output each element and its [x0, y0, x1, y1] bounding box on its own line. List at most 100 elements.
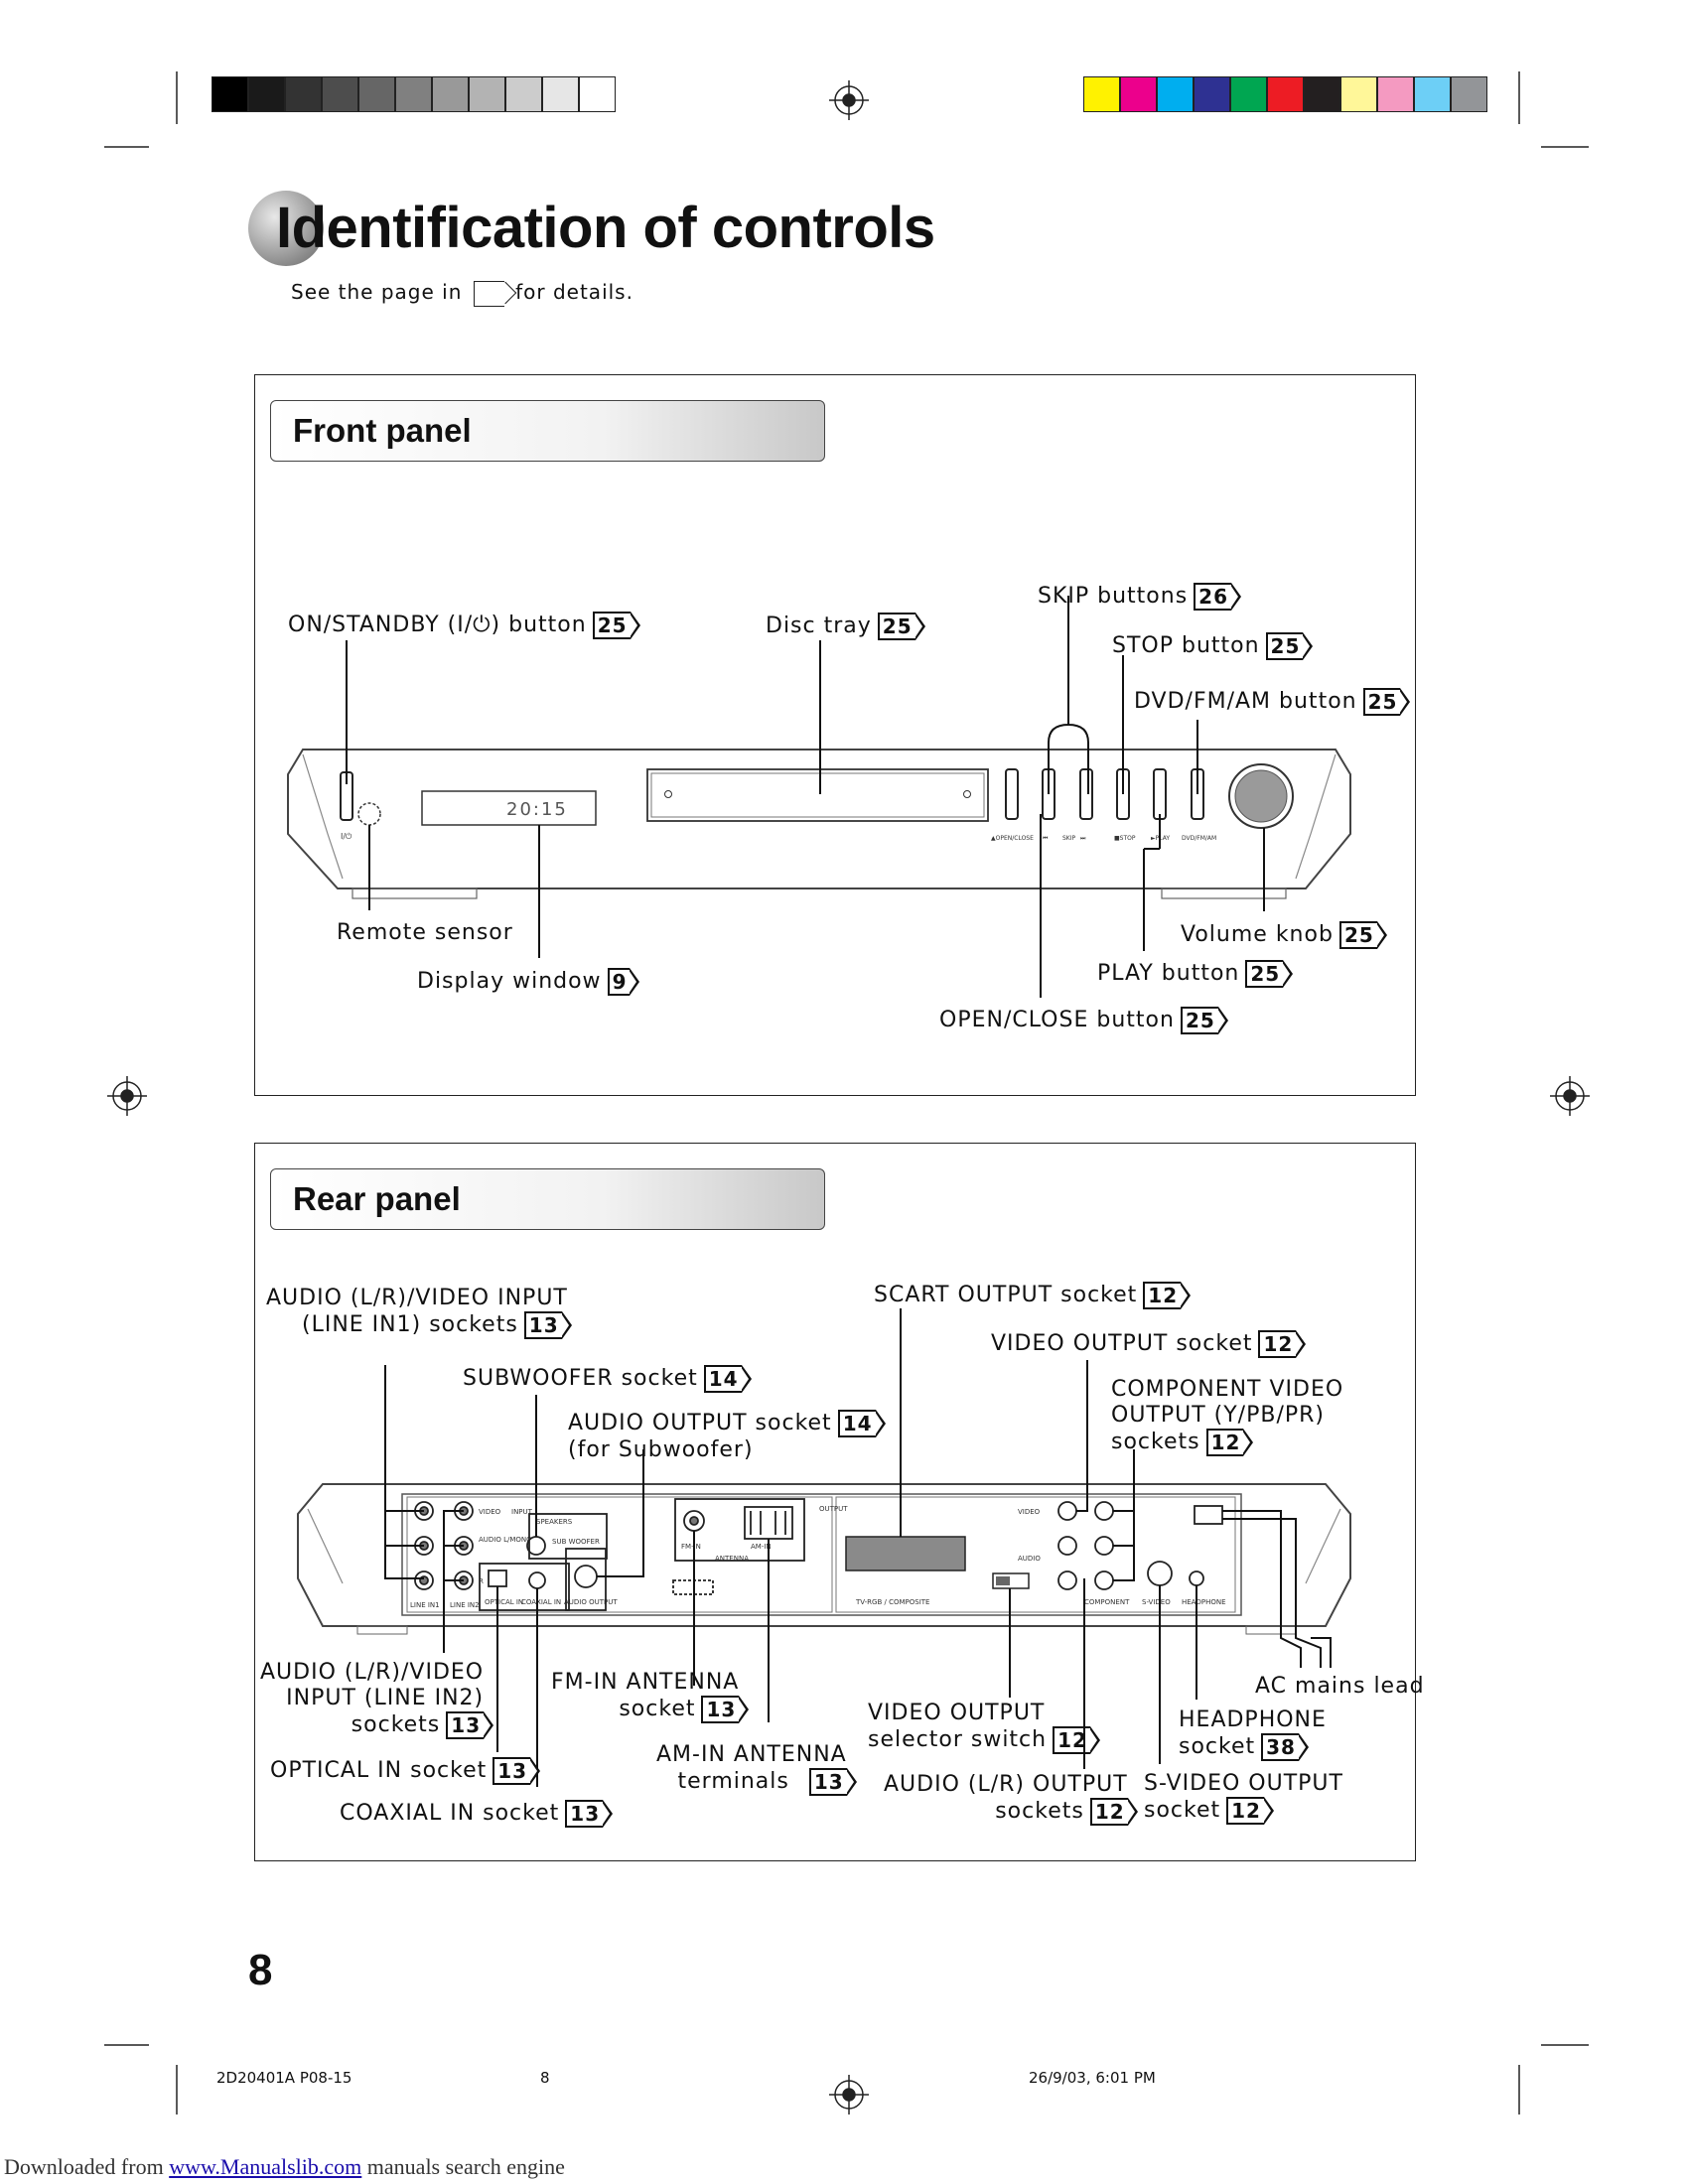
video-output-socket[interactable]	[1057, 1501, 1077, 1521]
footer-page: 8	[540, 2069, 550, 2087]
callout-text: Remote sensor	[337, 920, 513, 945]
callout-text: OPTICAL IN socket	[270, 1758, 488, 1783]
page-ref[interactable]: 13	[528, 1313, 559, 1337]
mark-line-in2: LINE IN2	[450, 1601, 480, 1609]
page-ref[interactable]: 26	[1198, 585, 1229, 609]
mark-optical-in: OPTICAL IN	[485, 1598, 523, 1606]
title-bullet-icon	[248, 191, 324, 266]
callout-text: Display window	[417, 969, 602, 994]
page-ref[interactable]: 13	[451, 1713, 482, 1737]
callout-line3: sockets	[351, 1712, 441, 1737]
calibration-swatch	[505, 76, 542, 112]
audio-output-socket[interactable]	[574, 1565, 598, 1588]
callout-open-close: OPEN/CLOSE button 25	[939, 1007, 1228, 1034]
callout-ac-mains: AC mains lead	[1255, 1674, 1425, 1700]
mark-stop: ■STOP	[1114, 835, 1136, 842]
footer-date: 26/9/03, 6:01 PM	[1029, 2069, 1156, 2087]
component-pr-socket[interactable]	[1094, 1570, 1114, 1590]
callout-line2: (LINE IN1) sockets	[302, 1312, 518, 1337]
am-in-terminals[interactable]	[744, 1506, 793, 1540]
page-ref[interactable]: 12	[1210, 1431, 1241, 1454]
callout-dvd-fm-am: DVD/FM/AM button 25	[1134, 688, 1411, 716]
calibration-swatch	[322, 76, 358, 112]
download-suffix: manuals search engine	[361, 2154, 565, 2179]
callout-line2: terminals	[677, 1769, 789, 1794]
callout-s-video: S-VIDEO OUTPUT socket 12	[1144, 1771, 1343, 1825]
mark-audio-lmono: AUDIO L/MONO	[479, 1536, 532, 1544]
callout-line1: S-VIDEO OUTPUT	[1144, 1771, 1343, 1796]
calibration-swatch	[211, 76, 248, 112]
page-ref[interactable]: 12	[1094, 1800, 1125, 1824]
callout-text: DVD/FM/AM button	[1134, 689, 1357, 714]
coaxial-in-socket[interactable]	[528, 1571, 546, 1589]
callout-text: SKIP buttons	[1038, 584, 1189, 609]
calibration-swatch	[358, 76, 395, 112]
callout-line2: socket	[1144, 1798, 1221, 1823]
open-close-button[interactable]	[1005, 768, 1019, 820]
scart-output-socket[interactable]	[845, 1536, 966, 1571]
mark-antenna: ANTENNA	[715, 1555, 749, 1563]
page-ref[interactable]: 25	[882, 614, 913, 638]
callout-text: VIDEO OUTPUT socket	[991, 1331, 1253, 1356]
power-mark: I/⏻	[341, 832, 352, 841]
page-title: Identification of controls	[276, 196, 935, 260]
page-ref[interactable]: 25	[1270, 634, 1301, 658]
front-panel-title: Front panel	[270, 400, 825, 462]
optical-in-socket[interactable]	[488, 1570, 507, 1587]
page-ref[interactable]: 38	[1266, 1735, 1296, 1759]
page-ref[interactable]: 14	[708, 1367, 739, 1391]
page-ref[interactable]: 13	[497, 1759, 528, 1783]
mark-fm-in: FM-IN	[681, 1543, 701, 1551]
callout-line2: socket	[1179, 1734, 1256, 1759]
page-ref[interactable]: 12	[1231, 1799, 1261, 1823]
mark-skip-next: ⏭	[1080, 835, 1086, 842]
calibration-swatch	[1194, 76, 1230, 112]
headphone-socket[interactable]	[1189, 1570, 1204, 1586]
page-ref[interactable]: 13	[570, 1802, 601, 1826]
mark-skip-prev: ⏮	[1043, 835, 1049, 842]
page-ref[interactable]: 14	[842, 1412, 873, 1435]
mark-component: COMPONENT	[1084, 1598, 1130, 1606]
callout-line3: sockets	[1111, 1430, 1200, 1454]
page-ref[interactable]: 9	[612, 970, 628, 994]
callout-line1: FM-IN ANTENNA	[551, 1670, 740, 1695]
callout-text: ON/STANDBY (I/⏻) button	[288, 613, 587, 637]
calibration-swatch	[1157, 76, 1194, 112]
page-ref[interactable]: 25	[597, 614, 628, 637]
audio-r-output-socket[interactable]	[1057, 1570, 1077, 1590]
download-banner: Downloaded from www.Manualslib.com manua…	[4, 2154, 565, 2180]
manualslib-link[interactable]: www.Manualslib.com	[169, 2154, 362, 2179]
disc-tray[interactable]	[646, 768, 989, 822]
page-ref[interactable]: 13	[706, 1698, 737, 1721]
mark-headphone: HEADPHONE	[1182, 1598, 1226, 1606]
footer-code: 2D20401A P08-15	[216, 2069, 352, 2087]
calibration-swatch	[542, 76, 579, 112]
callout-line1: VIDEO OUTPUT	[868, 1701, 1046, 1725]
page-ref[interactable]: 25	[1250, 962, 1281, 986]
calibration-swatch	[1230, 76, 1267, 112]
page-ref[interactable]: 13	[813, 1770, 844, 1794]
mark-coaxial-in: COAXIAL IN	[521, 1598, 561, 1606]
page-ref[interactable]: 12	[1263, 1332, 1294, 1356]
callout-text: OPEN/CLOSE button	[939, 1008, 1175, 1032]
page-ref[interactable]: 12	[1057, 1728, 1087, 1752]
callout-remote-sensor: Remote sensor	[337, 920, 513, 946]
page-ref[interactable]: 25	[1343, 923, 1374, 947]
registration-mark-icon	[107, 80, 1590, 2115]
s-video-socket[interactable]	[1147, 1561, 1173, 1586]
audio-l-output-socket[interactable]	[1057, 1536, 1077, 1556]
component-y-socket[interactable]	[1094, 1501, 1114, 1521]
page-ref[interactable]: 12	[1148, 1284, 1179, 1307]
mark-out-audio: AUDIO	[1018, 1555, 1041, 1563]
component-pb-socket[interactable]	[1094, 1536, 1114, 1556]
ac-mains-inlet	[1194, 1505, 1223, 1525]
callout-line2: selector switch	[868, 1727, 1048, 1752]
page-ref[interactable]: 25	[1185, 1009, 1215, 1032]
rear-panel-title: Rear panel	[270, 1168, 825, 1230]
page-ref[interactable]: 25	[1367, 690, 1398, 714]
